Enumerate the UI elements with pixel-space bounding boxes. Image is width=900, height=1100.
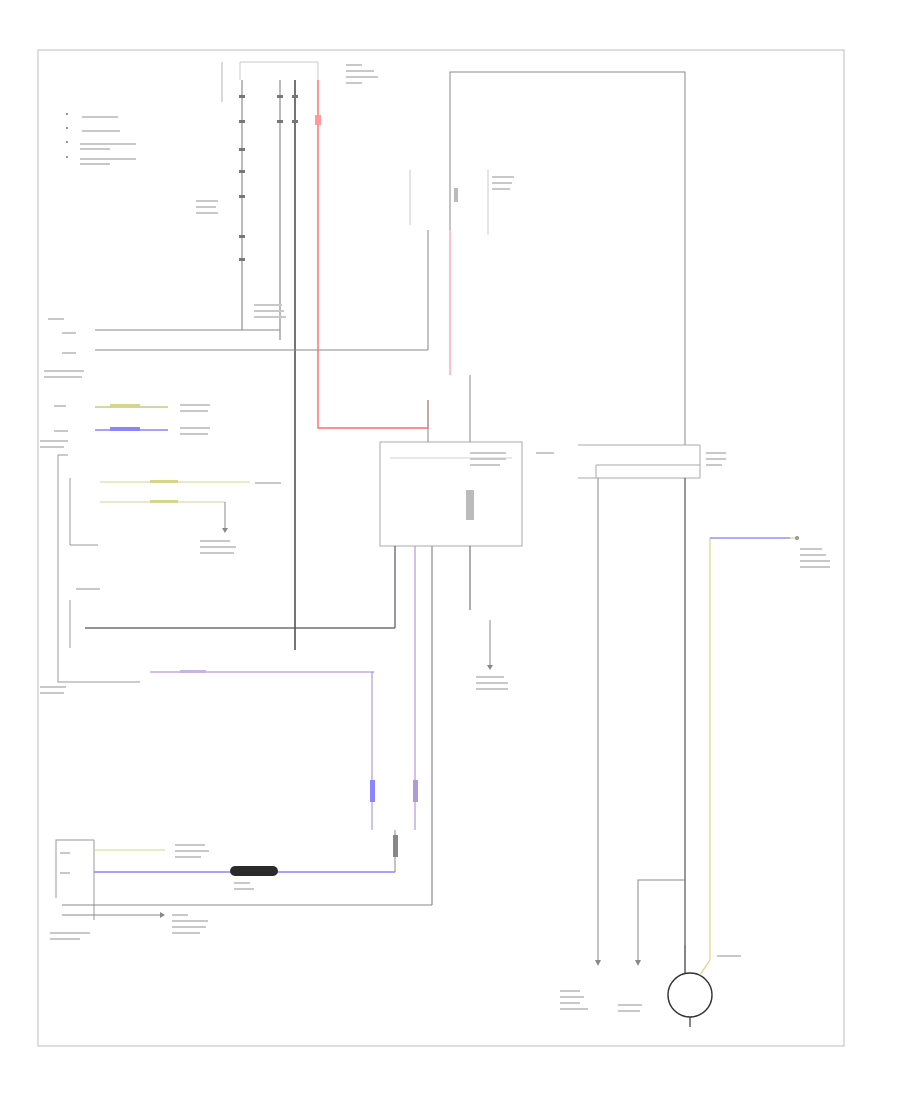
wire-red-battery-feed [317, 80, 429, 429]
starter-motor [667, 945, 741, 1027]
dash-fuse-junction-box [239, 61, 378, 84]
wire-yellow-clutch [709, 537, 795, 960]
starter-relay-block [379, 441, 554, 547]
ground-splice [476, 620, 508, 690]
clutch-pedal-position-switch [795, 536, 830, 568]
in-line-fuse [230, 866, 278, 876]
combination-switch-label [44, 370, 84, 372]
fuse-block [578, 444, 726, 479]
wire-grey-starter [637, 879, 685, 960]
wire-grey-top-loop [449, 71, 686, 445]
powertrain-control-module [40, 405, 68, 448]
transmission-range-sensor [40, 454, 140, 694]
battery-monitoring-system-module [50, 839, 95, 940]
wire-violet-trs [150, 671, 373, 830]
power-supply-distribution-module [254, 304, 282, 306]
remote-starter-relay [560, 960, 601, 1010]
engine-fuse-box-label [196, 200, 218, 202]
connector-ticks [239, 95, 298, 261]
relay-list [66, 113, 136, 165]
battery-monitoring-sensor [409, 170, 514, 235]
diagram-frame [37, 49, 845, 1047]
